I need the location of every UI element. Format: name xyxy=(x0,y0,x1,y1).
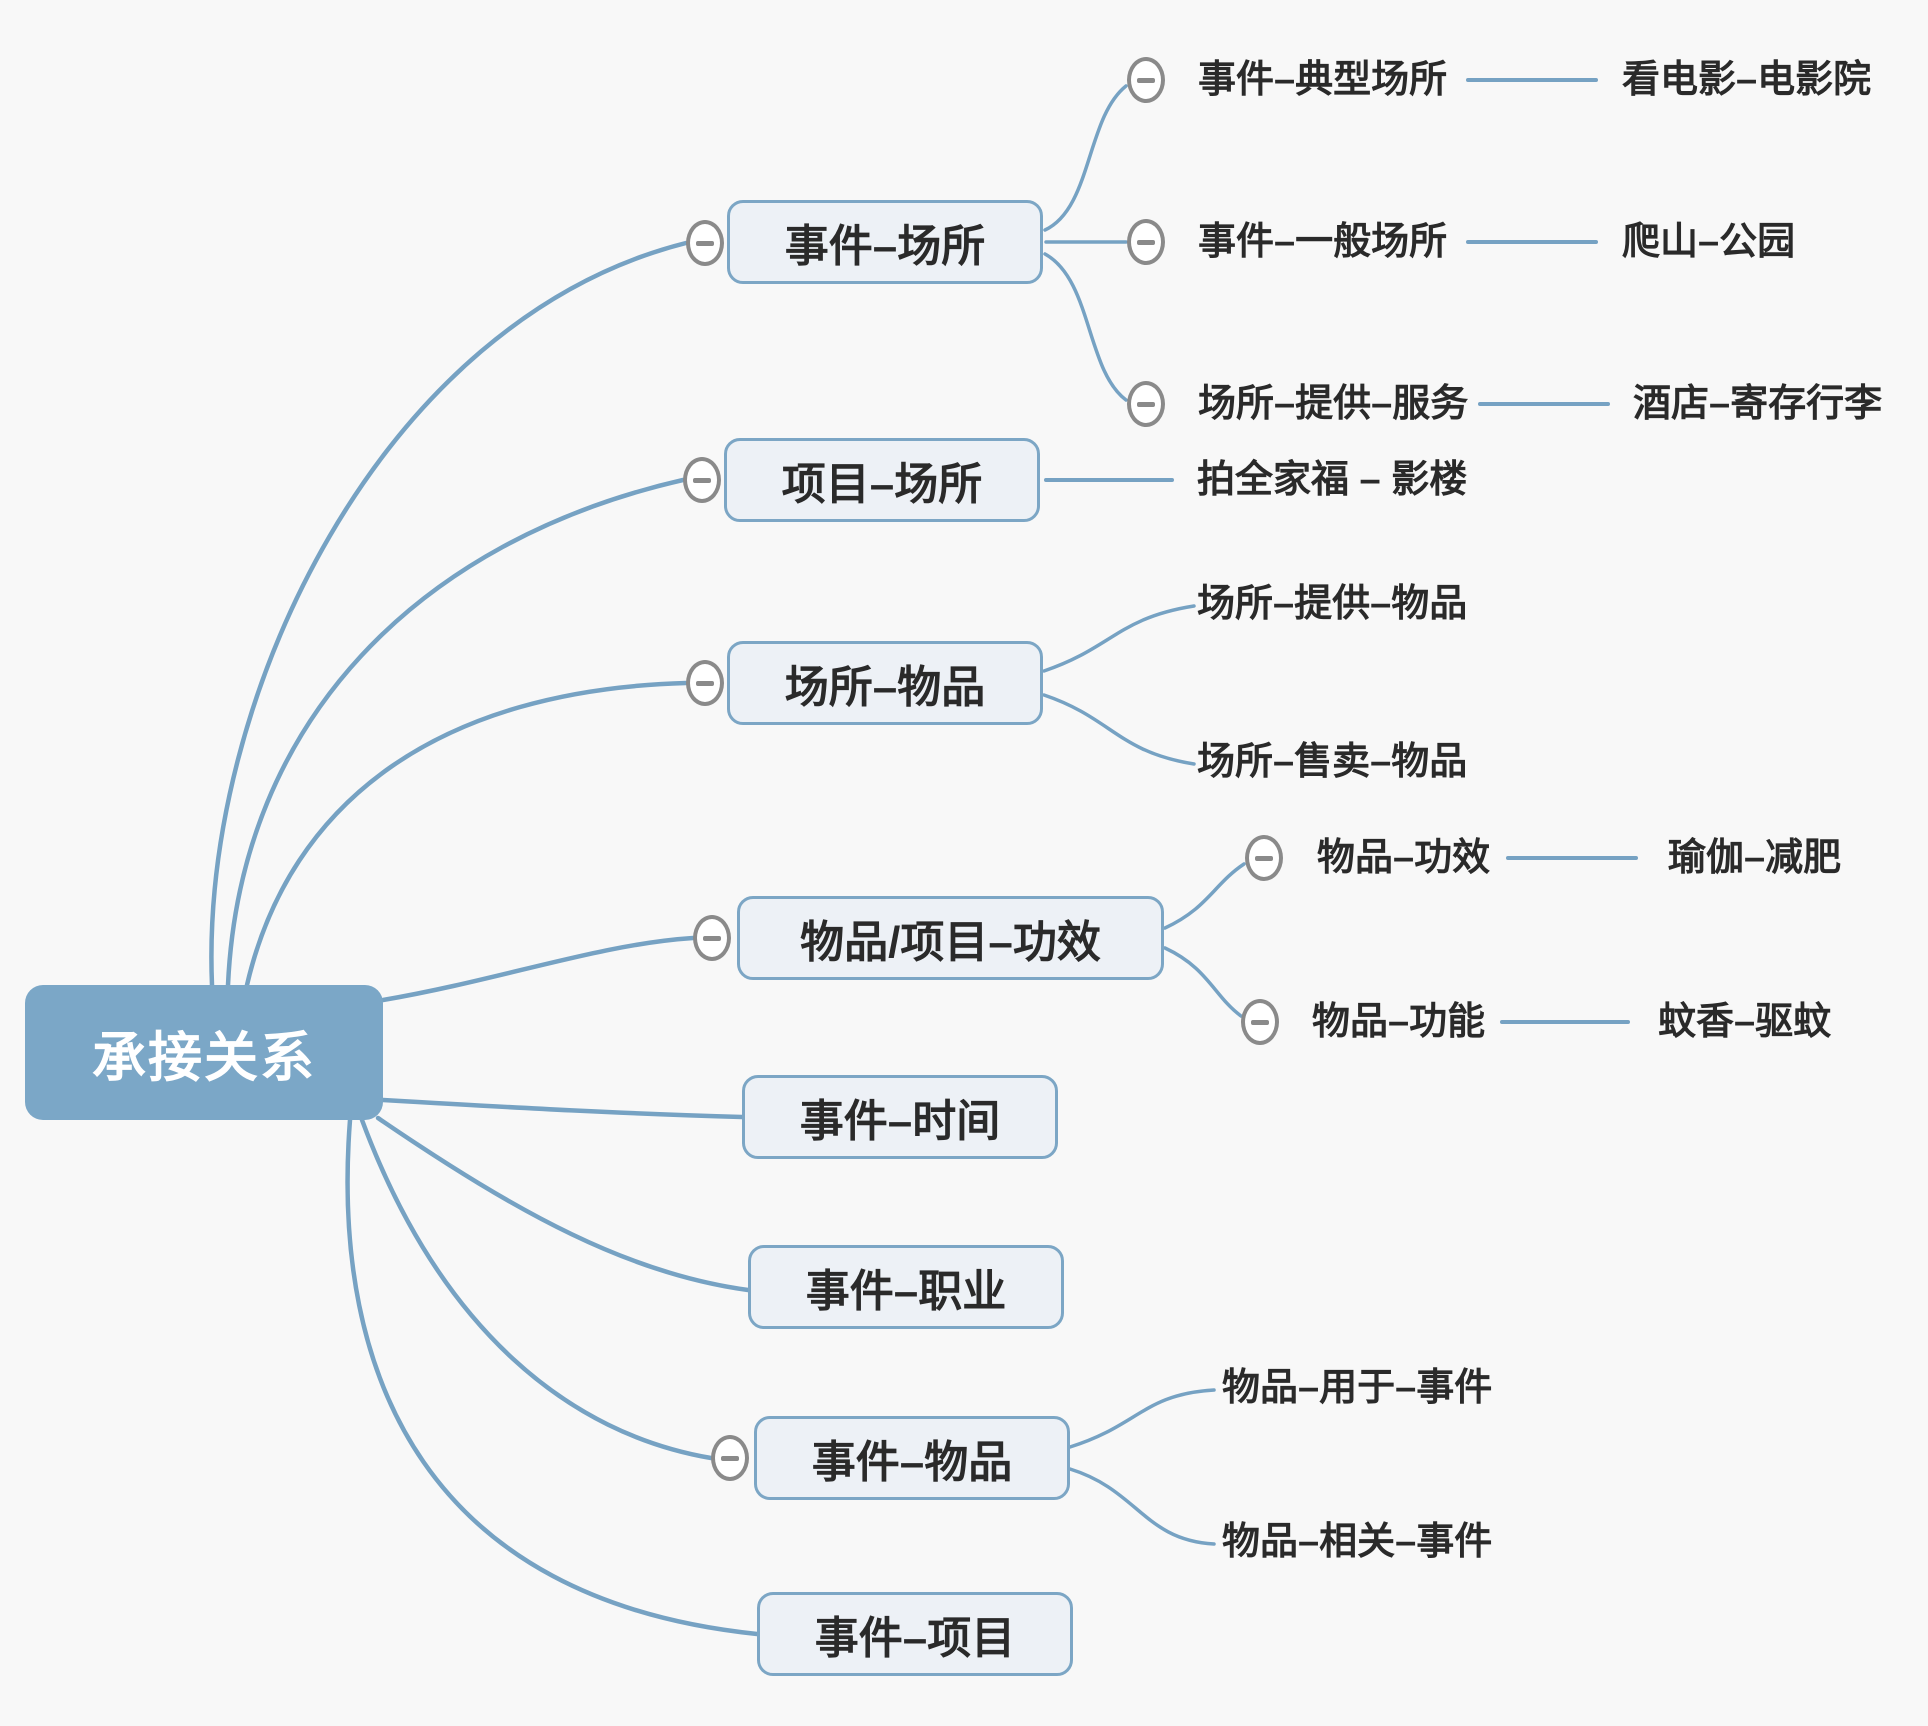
example-text-movie-cinema[interactable]: 看电影–电影院 xyxy=(1622,59,1872,101)
example-text-family-photo-studio[interactable]: 拍全家福 – 影楼 xyxy=(1197,459,1468,501)
minus-circle-icon[interactable] xyxy=(686,660,724,706)
branch-curve xyxy=(1043,252,1128,402)
sub-topic-event-typical-place[interactable]: 事件–典型场所 xyxy=(1198,59,1448,101)
example-text-yoga-weightloss[interactable]: 瑜伽–减肥 xyxy=(1668,837,1842,879)
minus-circle-icon[interactable] xyxy=(1127,57,1165,103)
branch-curve xyxy=(1042,604,1196,673)
main-topic-event-place[interactable]: 事件–场所 xyxy=(727,200,1043,284)
main-topic-event-project[interactable]: 事件–项目 xyxy=(757,1592,1073,1676)
example-text-hiking-park[interactable]: 爬山–公园 xyxy=(1622,221,1796,263)
branch-curve xyxy=(209,240,689,988)
branch-curve xyxy=(375,1115,751,1293)
branch-curve xyxy=(380,935,696,1003)
sub-topic-event-general-place[interactable]: 事件–一般场所 xyxy=(1198,221,1448,263)
sub-topic-item-effect[interactable]: 物品–功效 xyxy=(1317,837,1491,879)
minus-circle-icon[interactable] xyxy=(686,220,724,266)
branch-curve xyxy=(1068,1388,1216,1449)
sub-topic-item-function[interactable]: 物品–功能 xyxy=(1312,1001,1486,1043)
sub-topic-place-provide-service[interactable]: 场所–提供–服务 xyxy=(1198,383,1469,425)
minus-circle-icon[interactable] xyxy=(683,457,721,503)
branch-curve xyxy=(1043,84,1128,232)
sub-topic-item-related-event[interactable]: 物品–相关–事件 xyxy=(1222,1521,1493,1563)
minus-circle-icon[interactable] xyxy=(693,915,731,961)
branch-curve xyxy=(244,680,689,988)
main-topic-event-item[interactable]: 事件–物品 xyxy=(754,1416,1070,1500)
main-topic-event-time[interactable]: 事件–时间 xyxy=(742,1075,1058,1159)
minus-circle-icon[interactable] xyxy=(1245,835,1283,881)
minus-circle-icon[interactable] xyxy=(711,1435,749,1481)
branch-curve xyxy=(225,477,686,988)
example-text-hotel-luggage[interactable]: 酒店–寄存行李 xyxy=(1633,383,1883,425)
main-topic-event-occupation[interactable]: 事件–职业 xyxy=(748,1245,1064,1329)
branch-curve xyxy=(345,1117,760,1637)
branch-curve xyxy=(1163,946,1243,1018)
minus-circle-icon[interactable] xyxy=(1241,999,1279,1045)
root-topic[interactable]: 承接关系 xyxy=(25,985,383,1120)
sub-topic-item-used-for-event[interactable]: 物品–用于–事件 xyxy=(1222,1367,1493,1409)
example-text-mosquito-coil[interactable]: 蚊香–驱蚊 xyxy=(1658,1001,1832,1043)
sub-topic-place-sell-item[interactable]: 场所–售卖–物品 xyxy=(1197,741,1468,783)
minus-circle-icon[interactable] xyxy=(1127,219,1165,265)
sub-topic-place-provide-item[interactable]: 场所–提供–物品 xyxy=(1197,583,1468,625)
branch-curve xyxy=(1068,1467,1216,1546)
main-topic-project-place[interactable]: 项目–场所 xyxy=(724,438,1040,522)
branch-curve xyxy=(380,1097,745,1120)
branch-curve xyxy=(1163,862,1246,930)
branch-curve xyxy=(1042,693,1196,766)
main-topic-item-project-effect[interactable]: 物品/项目–功效 xyxy=(737,896,1164,980)
branch-curve xyxy=(359,1117,714,1461)
main-topic-place-item[interactable]: 场所–物品 xyxy=(727,641,1043,725)
minus-circle-icon[interactable] xyxy=(1127,381,1165,427)
